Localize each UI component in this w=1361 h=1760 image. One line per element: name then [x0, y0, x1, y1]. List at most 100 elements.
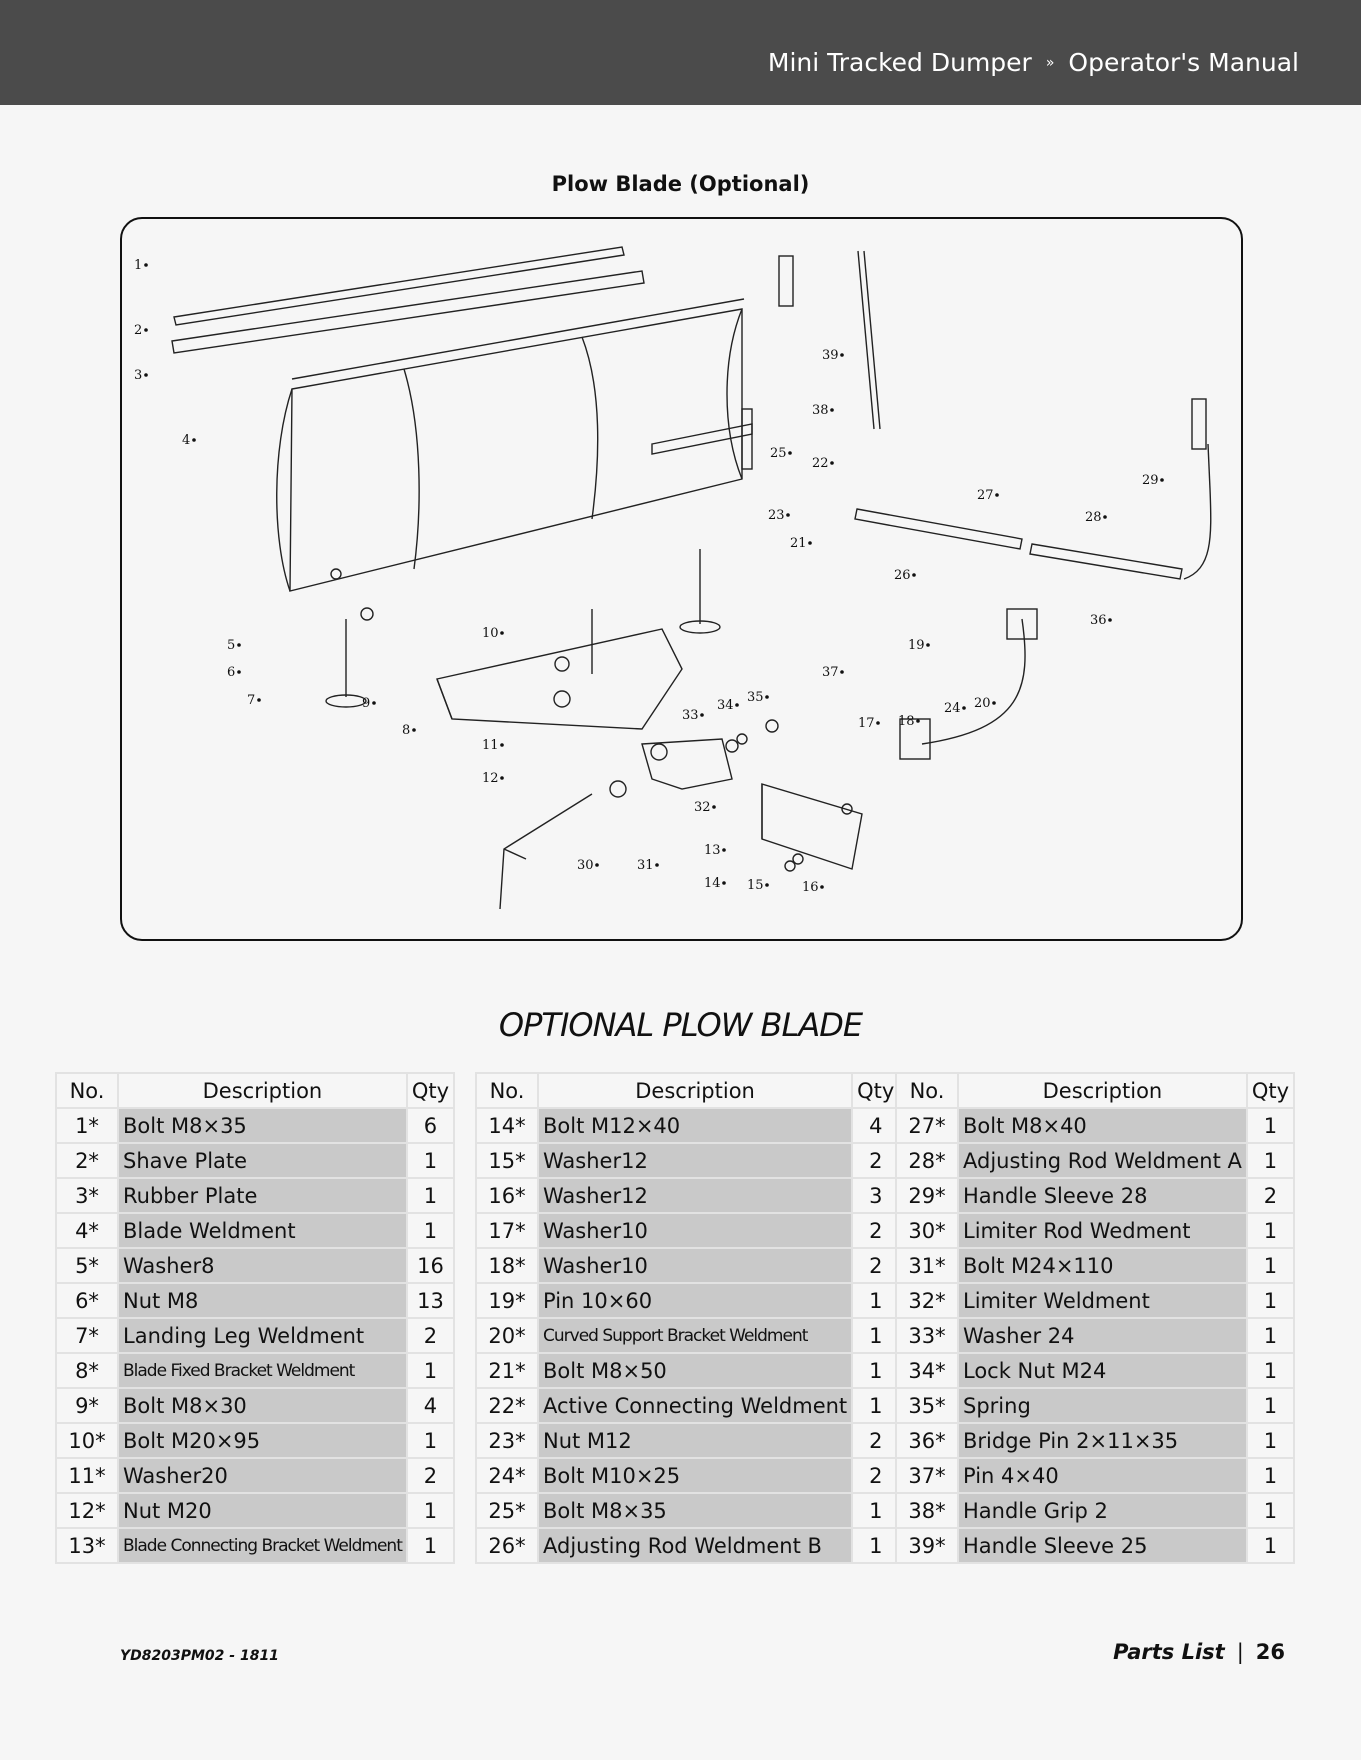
header-manual: Operator's Manual: [1068, 48, 1299, 77]
callout-33: 33: [682, 708, 699, 723]
part-description: Pin 10×60: [536, 1282, 854, 1319]
callout-dot: [830, 461, 834, 465]
header-product: Mini Tracked Dumper: [767, 48, 1032, 77]
part-number: 38*: [895, 1492, 959, 1529]
callout-28: 28: [1085, 510, 1102, 525]
callout-27: 27: [977, 488, 994, 503]
callout-17: 17: [858, 716, 875, 731]
col-qty-header: Qty: [405, 1072, 456, 1109]
part-description: Curved Support Bracket Weldment: [536, 1317, 854, 1354]
callout-dot: [144, 373, 148, 377]
callout-dot: [840, 353, 844, 357]
part-number: 30*: [895, 1212, 959, 1249]
part-number: 8*: [55, 1352, 119, 1389]
part-number: 26*: [475, 1527, 539, 1564]
part-number: 25*: [475, 1492, 539, 1529]
callout-3: 3: [134, 368, 142, 383]
part-description: Rubber Plate: [117, 1177, 408, 1214]
part-quantity: 2: [851, 1142, 901, 1179]
callout-18: 18: [898, 714, 915, 729]
parts-table-header: No. Description Qty: [475, 1072, 901, 1109]
part-description: Adjusting Rod Weldment B: [536, 1527, 854, 1564]
callout-dot: [144, 328, 148, 332]
part-quantity: 1: [405, 1527, 456, 1564]
part-description: Blade Connecting Bracket Weldment: [117, 1527, 408, 1564]
col-no-header: No.: [895, 1072, 959, 1109]
callout-dot: [257, 698, 261, 702]
part-description: Washer20: [117, 1457, 408, 1494]
part-number: 18*: [475, 1247, 539, 1284]
part-number: 1*: [55, 1107, 119, 1144]
callout-14: 14: [704, 876, 721, 891]
part-quantity: 4: [405, 1387, 456, 1424]
callout-dot: [820, 885, 824, 889]
callout-dot: [912, 573, 916, 577]
callout-dot: [722, 881, 726, 885]
callout-dot: [712, 805, 716, 809]
part-quantity: 1: [1245, 1352, 1296, 1389]
part-number: 3*: [55, 1177, 119, 1214]
part-quantity: 1: [851, 1352, 901, 1389]
col-no-header: No.: [475, 1072, 539, 1109]
part-quantity: 2: [851, 1212, 901, 1249]
callout-dot: [655, 863, 659, 867]
part-number: 2*: [55, 1142, 119, 1179]
part-number: 23*: [475, 1422, 539, 1459]
part-number: 15*: [475, 1142, 539, 1179]
callout-dot: [808, 541, 812, 545]
part-number: 16*: [475, 1177, 539, 1214]
callout-8: 8: [402, 723, 410, 738]
part-quantity: 1: [1245, 1142, 1296, 1179]
part-number: 19*: [475, 1282, 539, 1319]
part-description: Bolt M8×40: [957, 1107, 1248, 1144]
part-number: 9*: [55, 1387, 119, 1424]
part-number: 34*: [895, 1352, 959, 1389]
col-qty-header: Qty: [1245, 1072, 1296, 1109]
part-quantity: 1: [851, 1317, 901, 1354]
part-quantity: 2: [851, 1422, 901, 1459]
part-quantity: 1: [1245, 1282, 1296, 1319]
part-quantity: 1: [851, 1387, 901, 1424]
callout-dot: [192, 438, 196, 442]
part-description: Pin 4×40: [957, 1457, 1248, 1494]
col-description-header: Description: [536, 1072, 854, 1109]
callout-dot: [876, 721, 880, 725]
part-number: 13*: [55, 1527, 119, 1564]
part-description: Washer10: [536, 1247, 854, 1284]
callout-dot: [786, 513, 790, 517]
part-number: 5*: [55, 1247, 119, 1284]
callout-dot: [1108, 618, 1112, 622]
part-quantity: 1: [405, 1142, 456, 1179]
part-quantity: 1: [405, 1492, 456, 1529]
callout-dot: [735, 703, 739, 707]
part-quantity: 2: [405, 1317, 456, 1354]
part-number: 36*: [895, 1422, 959, 1459]
part-description: Washer10: [536, 1212, 854, 1249]
part-quantity: 1: [405, 1352, 456, 1389]
callout-dot: [500, 631, 504, 635]
part-number: 7*: [55, 1317, 119, 1354]
callout-dot: [500, 743, 504, 747]
part-number: 33*: [895, 1317, 959, 1354]
part-number: 31*: [895, 1247, 959, 1284]
part-number: 21*: [475, 1352, 539, 1389]
page-footer: Parts List|26: [1113, 1640, 1285, 1664]
callout-dot: [500, 776, 504, 780]
part-number: 29*: [895, 1177, 959, 1214]
